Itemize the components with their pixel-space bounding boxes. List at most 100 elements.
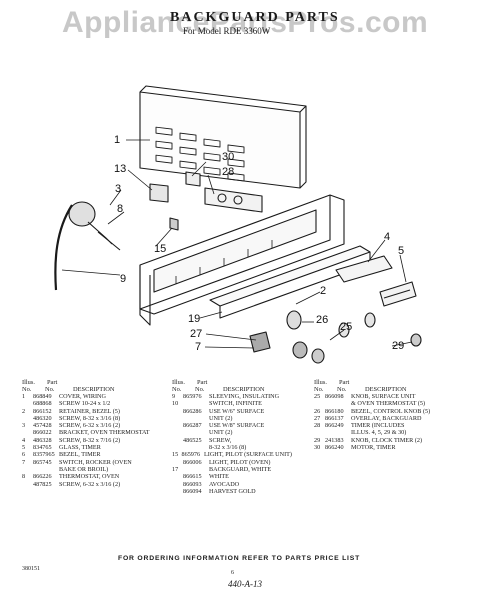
part-description: AVOCADO [209,480,240,488]
part-description: HARVEST GOLD [209,487,256,495]
table-row: ILLUS. 4, 5, 29 & 30) [314,429,454,436]
illus-number: 15 [172,451,179,459]
part-number: 868849 [33,393,52,400]
illus-number: 2 [22,407,26,415]
table-row: 866093 AVOCADO [172,481,292,488]
timer-glass-shape [335,255,393,283]
illus-number [172,415,183,422]
part-description: SWITCH, ROCKER (OVEN [59,458,132,466]
part-description: BRACKET, OVEN THERMOSTAT [59,429,150,437]
oven-thermostat-shape [68,201,96,227]
part-number [183,429,209,436]
illus-number: 3 [22,422,26,430]
callout-label: 19 [188,313,200,325]
handwritten-note: 440-A-13 [228,579,262,589]
part-description: ILLUS. 4, 5, 29 & 30) [351,429,407,437]
callout-label: 27 [190,328,202,340]
table-row: & OVEN THERMOSTAT (5) [314,400,454,407]
header-part: Part [47,379,58,386]
doc-code: 380151 [22,566,40,572]
illus-number [314,400,325,407]
part-number [183,415,209,422]
illus-number [22,429,33,436]
part-description: SCREW, 6-32 x 3/16 (2) [59,422,121,430]
part-description: BEZEL, CONTROL KNOB (5) [351,407,431,415]
part-description: THERMOSTAT, OVEN [59,473,120,481]
callout-label: 5 [398,245,404,257]
clock-knob-shape [410,333,422,347]
header-desc: DESCRIPTION [223,386,265,393]
callout-label: 28 [222,166,234,178]
table-header: Illus.Part No.No.DESCRIPTION [22,379,152,393]
pilot-light-shape [169,217,179,231]
callout-label: 2 [320,285,326,297]
part-description: SCREW 10-24 x 1/2 [59,400,111,408]
part-description: WHITE [209,473,229,481]
callout-label: 26 [316,314,328,326]
part-description: SCREW, 8-32 x 7/16 (2) [59,436,121,444]
illus-number [314,429,325,436]
illus-number: 6 [22,451,26,459]
part-description: BAKE OR BROIL) [59,465,109,473]
part-description: GLASS, TIMER [59,444,101,452]
callout-label: 8 [117,203,123,215]
part-number: 486320 [33,414,52,422]
part-number [33,466,59,473]
part-number [183,444,209,451]
part-number: 457428 [33,422,52,430]
illus-number: 25 [314,393,321,400]
part-number: 866240 [325,444,344,452]
illus-number: 10 [172,400,179,408]
part-number: 834765 [33,444,52,452]
header-no: No. [172,386,182,393]
table-row: UNIT (2) [172,415,292,422]
table-row: 5 834765 GLASS, TIMER [22,444,152,451]
illus-number [22,481,33,488]
part-description: UNIT (2) [209,429,233,437]
part-number: 865976 [181,451,201,459]
surface-knob-shape [292,341,308,359]
part-number: 487825 [33,480,52,488]
part-number: 866152 [33,407,52,415]
watermark: AppliancePartsPros.com [62,6,429,39]
part-number: 866287 [183,422,202,430]
header-partno: No. [337,386,347,393]
part-number [183,400,209,407]
page-title: BACKGUARD PARTS [170,10,340,25]
illus-number [22,466,33,473]
part-description: KNOB, CLOCK TIMER (2) [351,436,423,444]
timer-motor-shape [185,171,201,187]
illus-number: 5 [22,444,26,452]
illus-number [172,429,183,436]
header-no: No. [314,386,324,393]
illus-number: 4 [22,436,26,444]
part-number: 866137 [325,414,344,422]
table-row: 8-32 x 3/16 (8) [172,444,292,451]
callout-label: 29 [392,340,404,352]
illus-number [172,481,183,488]
part-number [325,429,351,436]
part-number: 866022 [33,429,52,437]
illus-number: 28 [314,422,321,430]
part-number: 866093 [183,480,202,488]
illus-number [172,473,183,480]
illus-number: 8 [22,473,26,481]
header-part: Part [197,379,208,386]
ordering-footer: FOR ORDERING INFORMATION REFER TO PARTS … [118,555,361,562]
header-no: No. [22,386,32,393]
part-description: OVERLAY, BACKGUARD [351,414,422,422]
illus-number [172,444,183,451]
